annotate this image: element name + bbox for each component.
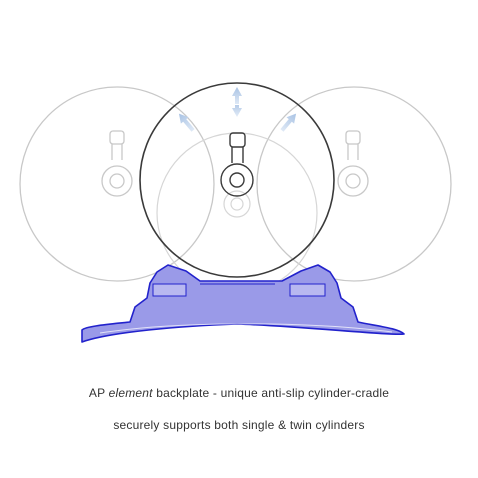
single-cylinder [139, 82, 335, 278]
left-twin-cylinder [19, 86, 215, 282]
backplate-cradle [81, 264, 405, 343]
caption-line-1: AP element backplate - unique anti-slip … [0, 386, 478, 400]
right-twin-cylinder [256, 86, 452, 282]
movement-arrows [178, 87, 297, 132]
caption-suffix: backplate - unique anti-slip cylinder-cr… [152, 386, 390, 400]
caption-line-2: securely supports both single & twin cyl… [113, 418, 365, 432]
valve-knob-icon [337, 130, 369, 197]
caption-emphasis: element [108, 386, 153, 400]
arrow-icon [280, 113, 297, 132]
caption-prefix: AP [88, 386, 109, 400]
valve-knob-icon [220, 132, 254, 197]
arrow-icon [232, 87, 242, 117]
arrow-icon [178, 113, 195, 132]
valve-knob-icon [101, 130, 133, 197]
